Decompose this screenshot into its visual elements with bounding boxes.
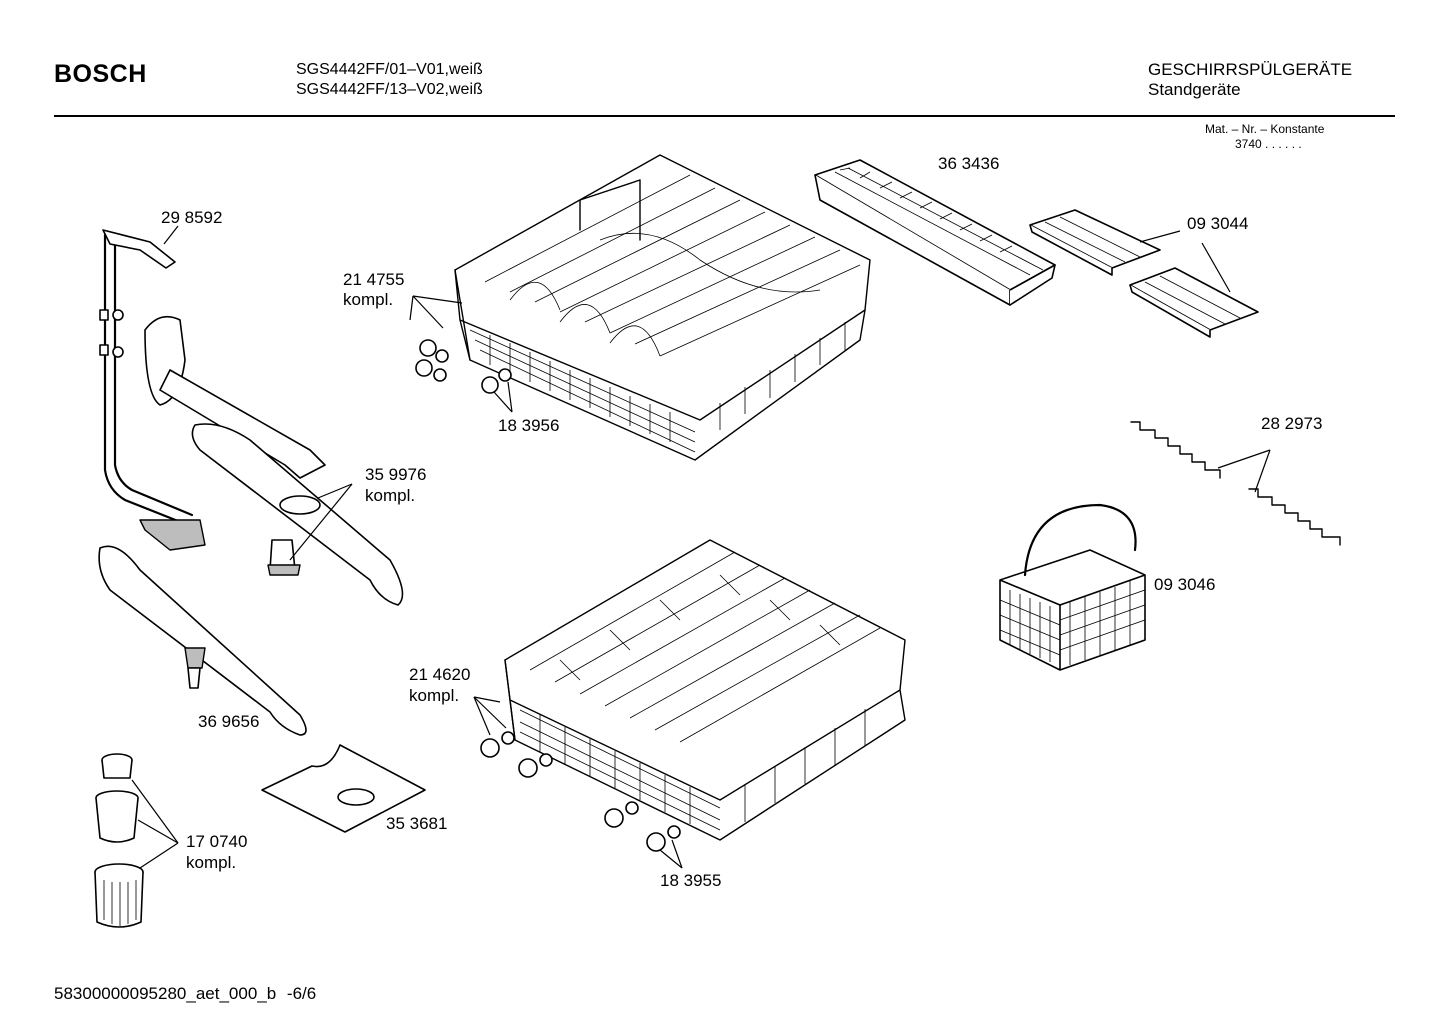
part-label-214755: 21 4755 (343, 270, 405, 289)
leader-282973-b (1254, 449, 1271, 493)
leader-183956-b (507, 381, 513, 413)
part-label-359976: 35 9976 (365, 465, 427, 484)
lower-rack-rollers-part (480, 731, 681, 852)
lower-spray-arm-part (98, 545, 307, 736)
leader-183955-b (671, 839, 683, 869)
supply-pipe-part (99, 229, 206, 551)
leader-214620-a (473, 696, 501, 703)
upper-rack-rollers-part (415, 339, 512, 394)
mat-nr-title: Mat. – Nr. – Konstante (1205, 122, 1325, 136)
leader-214755-c (412, 295, 444, 329)
part-label-170740: 17 0740 (186, 832, 248, 851)
cutlery-basket-part (999, 503, 1146, 671)
part-label-214620: 21 4620 (409, 665, 471, 684)
upper-rack-part (454, 154, 871, 461)
leader-214755-a (412, 295, 463, 304)
footer-page: -6/6 (286, 984, 317, 1003)
part-label-183955: 18 3955 (660, 871, 722, 890)
leader-183955-a (659, 849, 683, 869)
category-title: GESCHIRRSPÜLGERÄTE (1148, 60, 1353, 79)
part-label-298592: 29 8592 (161, 208, 223, 227)
part-label-353681: 35 3681 (386, 814, 448, 833)
leader-170740-a (131, 779, 179, 844)
leader-170740-c (139, 842, 179, 869)
part-label-093044: 09 3044 (1187, 214, 1249, 233)
part-label-282973: 28 2973 (1261, 414, 1323, 433)
leader-359976-b (289, 483, 353, 561)
part-label-214755-note: kompl. (343, 290, 394, 309)
leader-093044-a (1139, 230, 1181, 243)
filter-set-part (94, 753, 144, 928)
knife-shelf-parts (1029, 209, 1259, 338)
header-divider (54, 115, 1395, 117)
part-label-183956: 18 3956 (498, 416, 560, 435)
part-label-170740-note: kompl. (186, 853, 237, 872)
part-label-214620-note: kompl. (409, 686, 460, 705)
leader-093044-b (1201, 242, 1231, 293)
leader-214620-b (473, 696, 491, 736)
lower-rack-part (504, 539, 906, 841)
leader-170740-b (137, 819, 179, 844)
part-label-369656: 36 9656 (198, 712, 260, 731)
cup-shelf-part (814, 159, 1056, 306)
document-code: 58300000095280_aet_000_b -6/6 (54, 984, 316, 1004)
leader-214620-c (473, 696, 507, 729)
part-label-093046: 09 3046 (1154, 575, 1216, 594)
brand-logo: BOSCH (54, 60, 147, 88)
mat-nr-value: 3740 . . . . . . (1235, 137, 1302, 151)
part-label-363436: 36 3436 (938, 154, 1000, 173)
model-line-2: SGS4442FF/13–V02,weiß (296, 81, 483, 98)
leader-298592 (163, 225, 179, 245)
leader-359976-a (317, 483, 353, 499)
rack-rail-parts (1130, 421, 1341, 546)
footer-code: 58300000095280_aet_000_b (54, 984, 277, 1003)
model-line-1: SGS4442FF/01–V01,weiß (296, 61, 483, 78)
leader-282973-a (1217, 449, 1271, 469)
upper-spray-arm-part (144, 315, 404, 606)
leader-183956-a (493, 391, 513, 413)
sump-cover-part (261, 744, 426, 833)
category-subtitle: Standgeräte (1148, 80, 1241, 99)
part-label-359976-note: kompl. (365, 486, 416, 505)
leader-214755-b (409, 295, 414, 321)
